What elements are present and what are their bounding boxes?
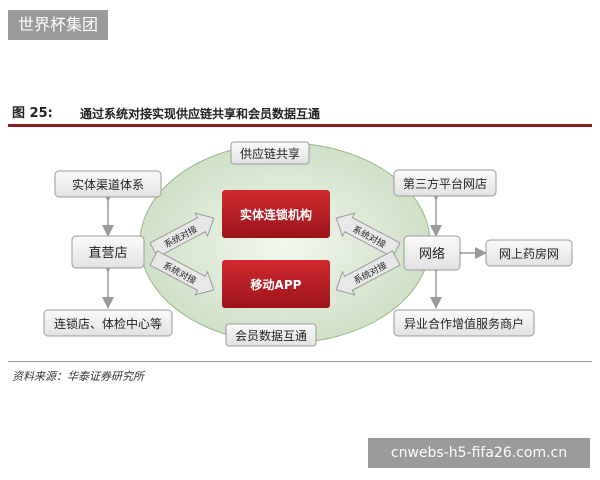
chain-org-label: 实体连锁机构 [240, 207, 312, 222]
physical-channels-box [54, 170, 162, 198]
direct-store-box [71, 235, 145, 269]
mobile-app-label: 移动APP [251, 277, 302, 292]
chain-org-box [222, 190, 330, 238]
supply-chain-box [230, 141, 310, 165]
network-box [403, 235, 461, 271]
figure-number: 图 25: [12, 106, 53, 121]
member-data-label: 会员数据互通 [235, 328, 307, 343]
mobile-app-box [222, 260, 330, 308]
watermark-top: 世界杯集团 [8, 10, 108, 40]
physical-channels-label: 实体渠道体系 [72, 177, 144, 192]
online-pharmacy-box [485, 239, 573, 267]
online-pharmacy-label: 网上药房网 [499, 246, 559, 261]
figure-header: 图 25: 通过系统对接实现供应链共享和会员数据互通 [8, 104, 592, 127]
third-party-label: 第三方平台网店 [403, 176, 487, 191]
figure-title: 通过系统对接实现供应链共享和会员数据互通 [80, 107, 321, 121]
third-party-box [393, 169, 497, 197]
member-data-box [225, 323, 317, 347]
diagram: 供应链共享 会员数据互通 实体连锁机构 移动APP 系统对接 系统对接 系统对接… [43, 141, 573, 347]
direct-store-label: 直营店 [88, 246, 127, 261]
supply-chain-label: 供应链共享 [240, 146, 300, 161]
cross-industry-label: 异业合作增值服务商户 [404, 316, 524, 331]
cross-industry-box [393, 309, 535, 337]
figure-bottom-rule [8, 361, 592, 362]
figure-source: 资料来源：华泰证券研究所 [12, 370, 144, 383]
chain-clinic-box [43, 309, 173, 337]
chain-clinic-label: 连锁店、体检中心等 [54, 316, 162, 331]
network-label: 网络 [419, 246, 445, 262]
watermark-bottom: cnwebs-h5-fifa26.com.cn [368, 438, 590, 468]
